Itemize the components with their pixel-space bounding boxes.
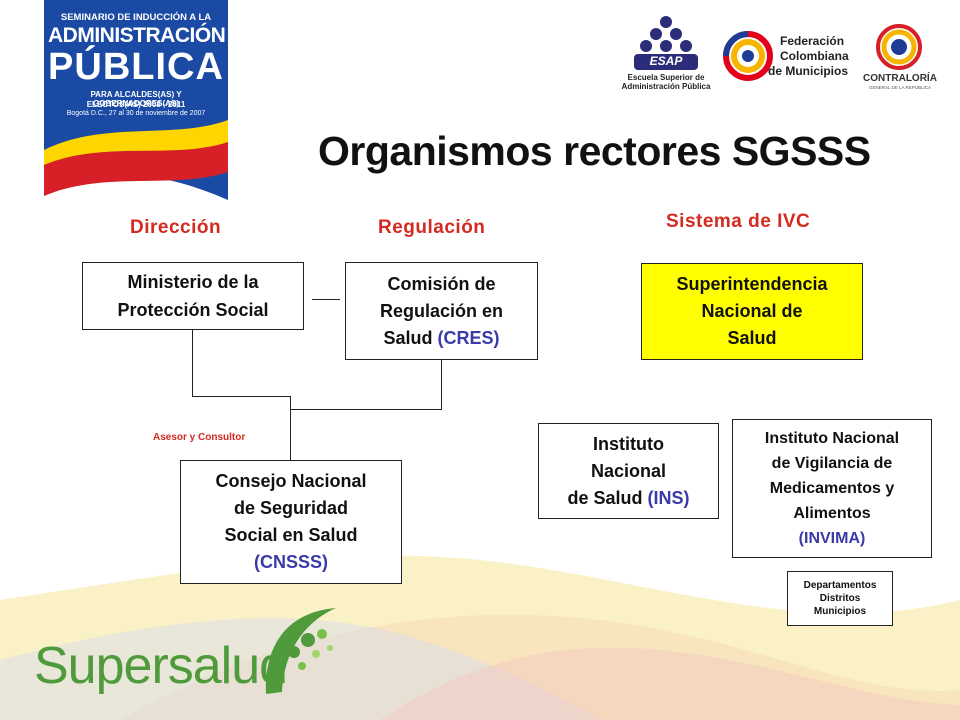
column-ivc: Sistema de IVC	[666, 211, 811, 232]
cres-line2: Regulación en	[379, 300, 504, 321]
supersalud-swoosh-icon	[265, 608, 336, 694]
invima-line1: Instituto Nacional	[764, 430, 900, 447]
ministerio-line2: Protección Social	[117, 300, 269, 320]
connector-ministerio-cres	[312, 299, 340, 300]
contraloria-name: CONTRALORÍA	[863, 73, 937, 84]
cnsss-line1: Consejo Nacional	[215, 471, 367, 491]
ins-line1: Instituto	[593, 433, 664, 454]
cnsss-line3: Social en Salud	[224, 525, 358, 545]
cnsss-line2: de Seguridad	[233, 498, 349, 518]
contraloria-sub: GENERAL DE LA REPÚBLICA	[868, 85, 932, 90]
ministerio-line1: Ministerio de la	[127, 272, 259, 292]
node-ministerio: Ministerio de la Protección Social	[82, 262, 304, 330]
cres-line3: Salud (CRES)	[383, 325, 499, 352]
seminario-logo	[44, 0, 228, 200]
cres-line1: Comisión de	[387, 273, 496, 294]
cres-line3-text: Salud	[383, 327, 438, 348]
node-invima: Instituto Nacional de Vigilancia de Medi…	[732, 419, 932, 558]
connector-ministerio-right	[192, 396, 291, 397]
page-title: Organismos rectores SGSSS	[318, 128, 871, 174]
banner-line5: ELECTOS(AS) 2008 - 2011	[86, 100, 186, 109]
esap-line2: Administración Pública	[621, 82, 711, 91]
ins-line3: de Salud (INS)	[567, 485, 689, 512]
asesor-label: Asesor y Consultor	[153, 432, 246, 443]
node-superintendencia: Superintendencia Nacional de Salud	[641, 263, 863, 360]
fcm-line2: Colombiana	[780, 49, 849, 63]
esap-name: ESAP	[649, 54, 683, 68]
invima-line2: de Vigilancia de	[771, 455, 893, 472]
connector-to-cnsss	[290, 396, 291, 460]
contraloria-logo-icon	[876, 24, 922, 70]
ins-line2: Nacional	[590, 460, 667, 481]
invima-line4: Alimentos	[793, 505, 871, 522]
fcm-line1: Federación	[780, 34, 845, 48]
cnsss-acronym: (CNSSS)	[253, 552, 328, 572]
node-ins: Instituto Nacional de Salud (INS)	[538, 423, 719, 519]
connector-ministerio-down	[192, 330, 193, 397]
supersalud-line1: Superintendencia	[676, 274, 828, 294]
ins-acronym: (INS)	[647, 487, 690, 508]
territorios-line1: Departamentos	[803, 580, 877, 591]
banner-line6: Bogotá D.C., 27 al 30 de noviembre de 20…	[66, 110, 206, 117]
column-regulacion: Regulación	[378, 217, 486, 238]
ins-line3-text: de Salud	[567, 487, 648, 508]
banner-line2: ADMINISTRACIÓN	[48, 24, 226, 47]
esap-logo-icon	[634, 16, 698, 70]
node-territorios: Departamentos Distritos Municipios	[787, 571, 893, 626]
connector-cres-down	[441, 360, 442, 410]
column-direccion: Dirección	[130, 217, 222, 238]
node-cnsss: Consejo Nacional de Seguridad Social en …	[180, 460, 402, 584]
territorios-line3: Municipios	[813, 606, 867, 617]
invima-line3: Medicamentos y	[769, 480, 895, 497]
cres-acronym: (CRES)	[437, 327, 500, 348]
territorios-line2: Distritos	[819, 593, 861, 604]
banner-line3: PÚBLICA	[48, 46, 224, 88]
supersalud-line3: Salud	[727, 328, 777, 348]
banner-line4: PARA ALCALDES(AS) Y GOBERNADORES(AS)	[90, 90, 182, 108]
invima-acronym: (INVIMA)	[798, 530, 866, 547]
fcm-line3: de Municipios	[768, 64, 849, 78]
fcm-logo-icon	[723, 31, 773, 81]
supersalud-wordmark: Supersalud	[34, 637, 288, 695]
node-cres: Comisión de Regulación en Salud (CRES)	[345, 262, 538, 360]
supersalud-line2: Nacional de	[701, 301, 803, 321]
banner-line1: SEMINARIO DE INDUCCIÓN A LA	[60, 12, 212, 23]
esap-line1: Escuela Superior de	[627, 73, 705, 82]
connector-cres-left	[290, 409, 442, 410]
